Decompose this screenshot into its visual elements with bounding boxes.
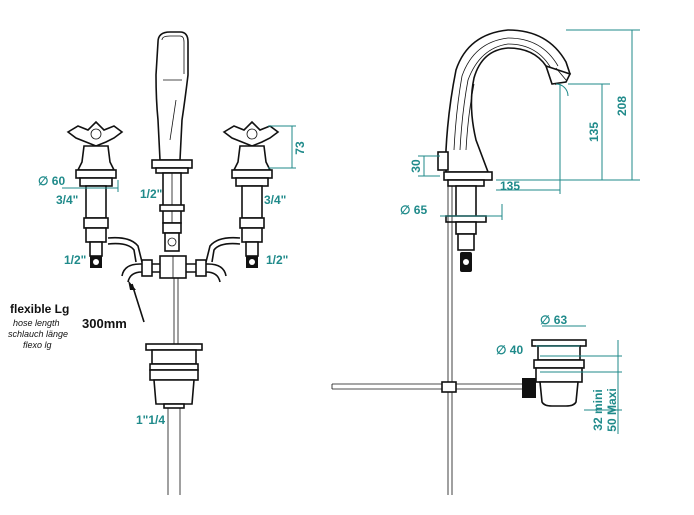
hose-note-title: flexible Lg (10, 302, 69, 316)
diameter-60-label: ∅ 60 (38, 174, 65, 188)
hose-length-note: flexible Lg hose length schlauch länge f… (8, 302, 127, 350)
height-208-label: 208 (615, 96, 629, 116)
front-view: ∅ 60 73 3/4" 3/4" 1/2" 1/2" 1/2" 1"1/4 (38, 31, 307, 495)
height-135-label: 135 (587, 122, 601, 142)
hose-note-de: schlauch länge (8, 329, 68, 339)
hose-arrow (131, 283, 145, 323)
right-valve-thread-label: 3/4" (264, 193, 286, 207)
diameter-63-label: ∅ 63 (540, 313, 567, 327)
hose-connections (121, 255, 227, 283)
front-dimensions (62, 125, 296, 192)
reach-135-label: 135 (500, 179, 520, 193)
height-73-label: 73 (293, 141, 307, 155)
spout-side (437, 29, 572, 495)
side-dimensions (418, 29, 640, 434)
diameter-65-label: ∅ 65 (400, 203, 427, 217)
left-valve-thread-label: 3/4" (56, 193, 78, 207)
waste-side (522, 325, 587, 407)
waste-front (145, 343, 203, 495)
hose-note-en: hose length (13, 318, 60, 328)
right-valve-front (205, 120, 280, 268)
left-inlet-thread-label: 1/2" (64, 253, 86, 267)
diameter-40-label: ∅ 40 (496, 343, 523, 357)
waste-thread-label: 1"1/4 (136, 413, 165, 427)
hose-note-es: flexo lg (23, 340, 52, 350)
spout-front (151, 31, 193, 252)
right-inlet-thread-label: 1/2" (266, 253, 288, 267)
left-valve-front (66, 120, 143, 268)
hose-length-value: 300mm (82, 316, 127, 331)
popup-linkage-side (331, 381, 530, 393)
spout-thread-label: 1/2" (140, 187, 162, 201)
height-30-label: 30 (409, 159, 423, 173)
side-view: 208 135 135 30 ∅ 65 ∅ 63 ∅ 40 32 mini 50… (331, 29, 640, 495)
waste-max-label: 50 Maxi (605, 388, 619, 431)
waste-min-label: 32 mini (591, 389, 605, 430)
